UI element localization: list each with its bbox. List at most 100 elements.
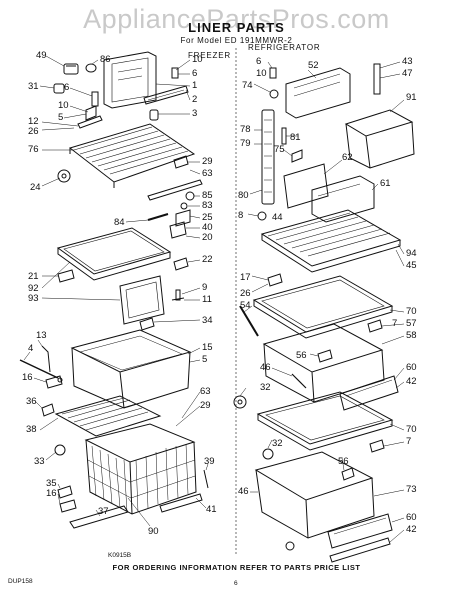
- callout-10b: 10: [192, 54, 203, 65]
- callout-32b: 32: [272, 438, 283, 449]
- callout-92: 92: [28, 283, 39, 294]
- callout-6c: 6: [256, 56, 261, 67]
- part-39-icon: [203, 469, 209, 489]
- callout-42: 42: [406, 376, 417, 387]
- part-75-icon: [291, 149, 303, 163]
- callout-76: 76: [28, 144, 39, 155]
- callout-52: 52: [308, 60, 319, 71]
- callout-5: 5: [58, 112, 63, 123]
- callout-56b: 56: [338, 456, 349, 467]
- part-43-icon: [373, 63, 381, 95]
- freezer-control-housing-icon: [103, 51, 157, 109]
- callout-60: 60: [406, 362, 417, 373]
- callout-42b: 42: [406, 524, 417, 535]
- watermark: AppliancePartsPros.com: [83, 4, 390, 34]
- part-94-wire-shelf-icon: [260, 209, 402, 273]
- callout-57: 57: [406, 318, 417, 329]
- callout-22: 22: [202, 254, 213, 265]
- callout-35: 35: [46, 478, 57, 489]
- part-7b-icon: [369, 439, 385, 453]
- part-32b-icon: [262, 448, 274, 460]
- part-78-light-column-icon: [261, 109, 275, 205]
- callout-58: 58: [406, 330, 417, 341]
- callout-15: 15: [202, 342, 213, 353]
- callout-73: 73: [406, 484, 417, 495]
- part-46b-icon: [285, 541, 295, 551]
- callout-4: 4: [28, 343, 33, 354]
- callout-36: 36: [26, 396, 37, 407]
- callout-26b: 26: [240, 288, 251, 299]
- page-title: LINER PARTS: [188, 20, 285, 35]
- callout-62: 62: [342, 152, 353, 163]
- callout-3: 3: [192, 108, 197, 119]
- part-52-control-housing-icon: [285, 67, 351, 119]
- callout-8: 8: [238, 210, 243, 221]
- refrigerator-section-label: REFRIGERATOR: [248, 43, 321, 52]
- part-5-icon: [85, 105, 97, 121]
- callout-1: 1: [192, 80, 197, 91]
- callout-2: 2: [192, 94, 197, 105]
- callout-11: 11: [202, 294, 212, 305]
- callout-10c: 10: [256, 68, 267, 79]
- part-91-bin-icon: [344, 109, 415, 169]
- part-93-panel-icon: [119, 275, 165, 325]
- part-85-icon: [185, 191, 195, 201]
- callout-84: 84: [114, 217, 125, 228]
- part-70-glass-shelf-icon: [252, 275, 394, 339]
- ordering-note: FOR ORDERING INFORMATION REFER TO PARTS …: [112, 563, 361, 572]
- callout-21: 21: [28, 271, 39, 282]
- part-62-icon: [283, 163, 329, 209]
- callout-41: 41: [206, 504, 217, 515]
- part-25-icon: [175, 209, 191, 227]
- part-2-icon: [143, 85, 189, 105]
- callout-63: 63: [202, 168, 213, 179]
- part-22-icon: [173, 257, 189, 271]
- callout-34: 34: [202, 315, 213, 326]
- part-3-icon: [149, 109, 159, 121]
- part-8-icon: [257, 211, 267, 221]
- part-6-icon: [91, 91, 99, 107]
- callout-47: 47: [402, 68, 413, 79]
- part-6c-icon: [269, 67, 277, 79]
- callout-29b: 29: [200, 400, 211, 411]
- part-60-front-panel-icon: [339, 375, 399, 411]
- part-58-crisper-pan-icon: [262, 323, 385, 403]
- part-76-freezer-shelf-icon: [68, 123, 196, 188]
- callout-94: 94: [406, 248, 417, 259]
- part-40-icon: [169, 221, 187, 239]
- callout-26: 26: [28, 126, 39, 137]
- part-29-icon: [173, 155, 189, 169]
- callout-91: 91: [406, 92, 417, 103]
- callout-7b: 7: [406, 436, 411, 447]
- callout-6b: 6: [192, 68, 197, 79]
- callout-24: 24: [30, 182, 41, 193]
- part-31-icon: [53, 83, 65, 94]
- callout-45: 45: [406, 260, 417, 271]
- part-21-icon: [57, 269, 75, 283]
- part-35-icon: [57, 485, 73, 499]
- part-60b-front-panel-icon: [327, 513, 393, 549]
- part-92-glass-shelf-icon: [56, 227, 172, 281]
- part-42b-icon: [329, 537, 391, 563]
- part-86-icon: [85, 63, 97, 73]
- part-6b-icon: [171, 67, 179, 79]
- callout-74: 74: [242, 80, 253, 91]
- callout-90: 90: [148, 526, 159, 537]
- callout-20: 20: [202, 232, 213, 243]
- callout-46: 46: [260, 362, 271, 373]
- part-26b-icon: [267, 273, 283, 287]
- callout-25: 25: [202, 212, 213, 223]
- part-37-rail-icon: [69, 505, 129, 529]
- part-33-icon: [54, 444, 66, 456]
- part-84-icon: [147, 213, 169, 221]
- part-12-icon: [77, 115, 103, 129]
- callout-29: 29: [202, 156, 213, 167]
- callout-75: 75: [274, 144, 285, 155]
- part-16b-icon: [59, 499, 77, 513]
- part-16a-icon: [45, 375, 63, 389]
- callout-81: 81: [290, 132, 301, 143]
- callout-5b: 5: [202, 354, 207, 365]
- part-36-icon: [41, 403, 55, 417]
- callout-54: 54: [240, 300, 251, 311]
